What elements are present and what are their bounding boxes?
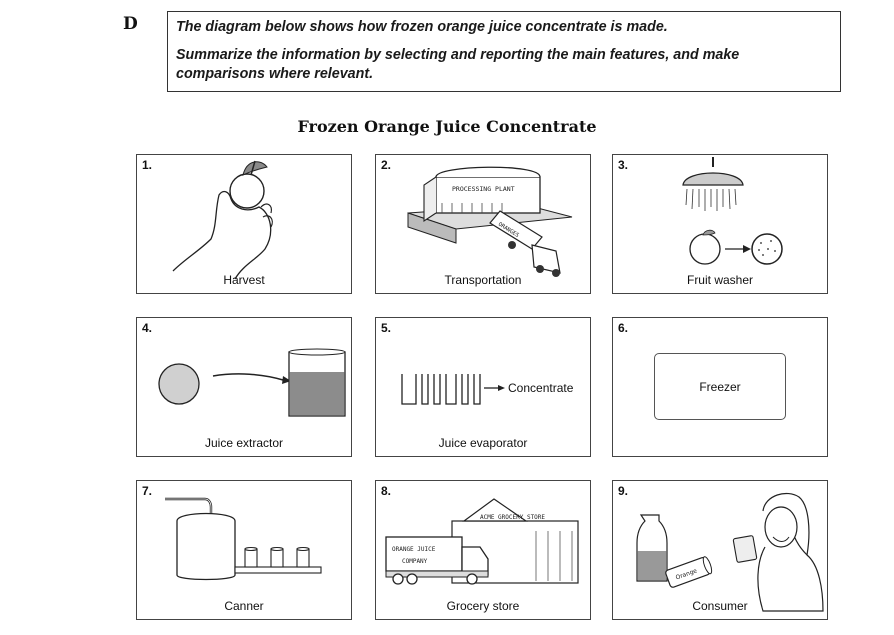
step-panel-freezer: 6. Freezer <box>612 317 828 457</box>
canning-machine-icon <box>165 497 322 581</box>
orange-to-juice-glass-icon <box>158 348 346 417</box>
step-number: 1. <box>142 158 153 172</box>
step-number: 9. <box>618 484 629 498</box>
step-panel-harvest: 1. Harvest <box>136 154 352 294</box>
freezer-label: Freezer <box>699 379 741 394</box>
step-panel-canner: 7. Canner <box>136 480 352 620</box>
step-number: 4. <box>142 321 153 335</box>
truck-sign-line1: ORANGE JUICE <box>392 546 436 553</box>
task-line-1: The diagram below shows how frozen orang… <box>176 19 668 35</box>
step-panel-juice-evaporator: 5. Concentrate Juice evaporator <box>375 317 591 457</box>
step-label: Grocery store <box>446 599 520 613</box>
task-line-2: Summarize the information by selecting a… <box>176 47 740 82</box>
diagram-title: Frozen Orange Juice Concentrate <box>297 117 597 136</box>
truck-sign-line2: COMPANY <box>402 558 428 565</box>
step-panel-transportation: 2. PROCESSING PLANT ORANGES Transportati… <box>375 154 591 294</box>
step-label: Consumer <box>692 599 748 613</box>
processing-plant-truck-icon: PROCESSING PLANT ORANGES <box>407 166 573 277</box>
step-number: 8. <box>381 484 392 498</box>
step-label: Canner <box>224 599 264 613</box>
plant-sign: PROCESSING PLANT <box>452 185 515 193</box>
evaporator-tubes-icon <box>401 374 505 405</box>
section-letter: D <box>123 14 138 34</box>
freezer-box-icon: Freezer <box>654 353 786 420</box>
hand-holding-orange-icon <box>172 160 273 280</box>
step-panel-consumer: 9. Orange Consumer <box>612 480 828 620</box>
step-label: Harvest <box>223 273 265 287</box>
step-panel-juice-extractor: 4. Juice extractor <box>136 317 352 457</box>
step-label: Juice evaporator <box>438 436 528 450</box>
shower-washing-orange-icon <box>682 157 783 265</box>
step-panel-grocery-store: 8. ACME GROCERY STORE ORANGE JUICE COMPA… <box>375 480 591 620</box>
step-number: 6. <box>618 321 629 335</box>
step-label: Juice extractor <box>204 436 284 450</box>
grocery-store-truck-icon: ACME GROCERY STORE ORANGE JUICE COMPANY <box>385 498 579 585</box>
woman-drinking-juice-icon: Orange <box>636 492 824 612</box>
task-instructions: The diagram below shows how frozen orang… <box>167 11 841 92</box>
step-number: 2. <box>381 158 392 172</box>
step-number: 3. <box>618 158 629 172</box>
step-number: 5. <box>381 321 392 335</box>
concentrate-label: Concentrate <box>508 381 574 395</box>
store-sign: ACME GROCERY STORE <box>480 514 545 521</box>
step-number: 7. <box>142 484 153 498</box>
step-label: Fruit washer <box>686 273 754 287</box>
step-label: Transportation <box>444 273 522 287</box>
step-panel-fruit-washer: 3. Fruit washer <box>612 154 828 294</box>
